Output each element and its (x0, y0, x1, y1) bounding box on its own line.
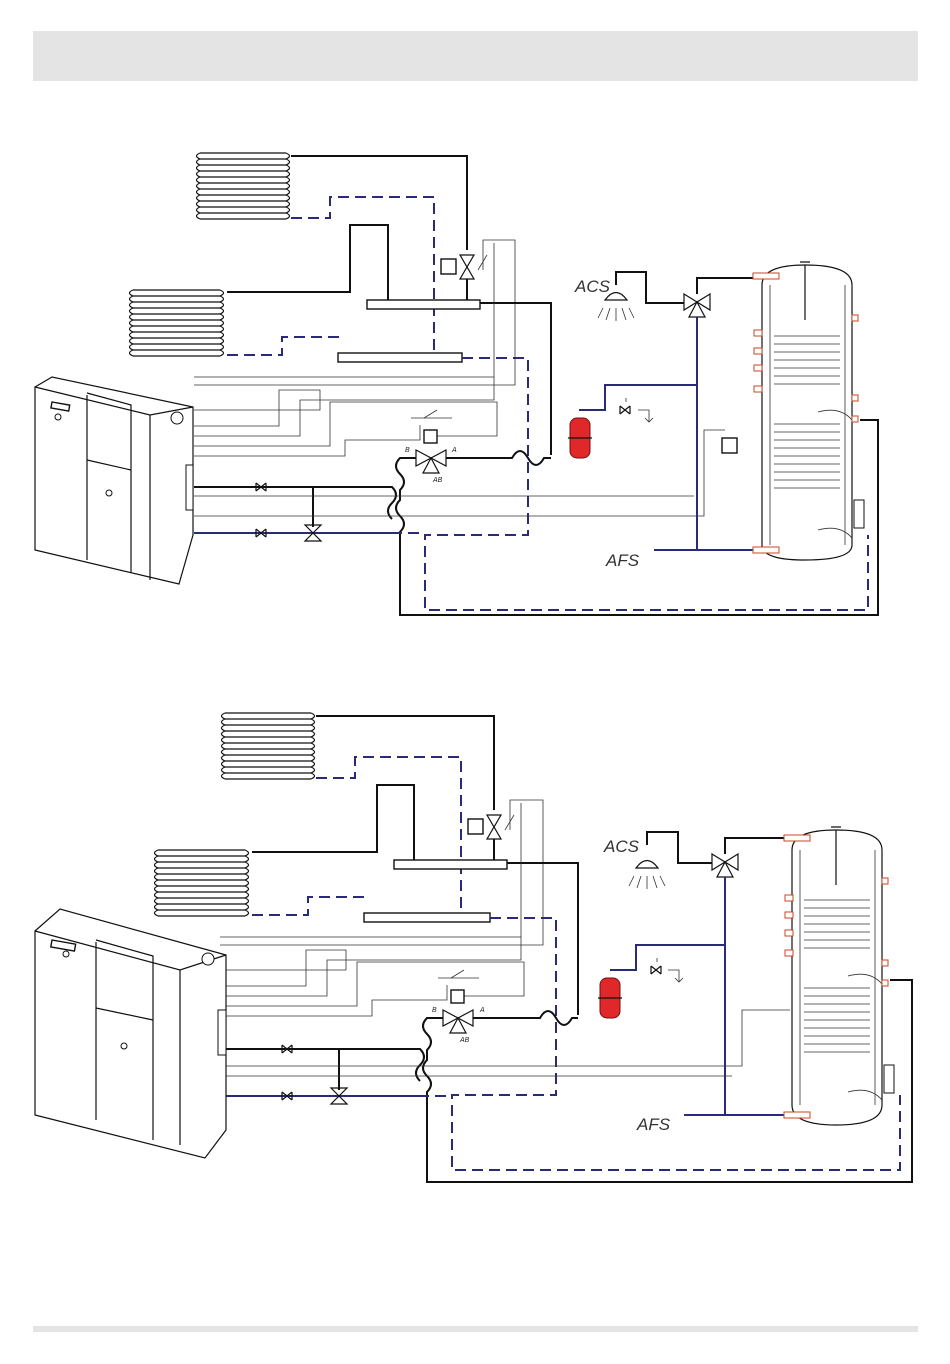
hydraulic-diagram-bottom: B A AB ACS AFS (0, 700, 950, 1260)
zone-valve (220, 800, 543, 945)
hot-water-tank (753, 262, 864, 560)
radiator-lower (155, 850, 249, 916)
return-manifold (338, 353, 462, 362)
shower-icon (598, 293, 634, 322)
cold-water-label: AFS (636, 1115, 671, 1134)
expansion-vessel (598, 978, 622, 1018)
hot-water-tank (784, 827, 894, 1125)
return-manifold (364, 913, 490, 922)
valve-port-b-label: B (432, 1007, 437, 1014)
diverter-valve (712, 854, 738, 877)
boiler-unit (35, 909, 226, 1158)
diverter-valve (684, 294, 710, 317)
valve-port-b-label: B (405, 447, 410, 454)
flow-manifold (367, 300, 480, 309)
flow-manifold (394, 860, 507, 869)
valve-port-a-label: A (479, 1007, 485, 1014)
radiator-upper (193, 150, 291, 225)
boiler-unit (35, 377, 193, 584)
radiator-upper (222, 713, 315, 779)
page-footer-bar (33, 1326, 918, 1332)
dhw-label: ACS (574, 277, 611, 296)
zone-valve (194, 240, 515, 385)
valve-port-a-label: A (451, 447, 457, 454)
radiator-lower (130, 290, 224, 356)
dhw-label: ACS (603, 837, 640, 856)
hydraulic-diagram-top: B A AB ACS AFS (0, 140, 950, 700)
expansion-vessel (568, 418, 592, 458)
valve-port-ab-label: AB (459, 1037, 470, 1044)
shower-icon (629, 861, 665, 890)
page-header-bar (33, 31, 918, 81)
valve-port-ab-label: AB (432, 477, 443, 484)
mixing-valve: B A AB (432, 970, 485, 1044)
cold-water-label: AFS (605, 551, 640, 570)
mixing-valve: B A AB (405, 410, 457, 484)
